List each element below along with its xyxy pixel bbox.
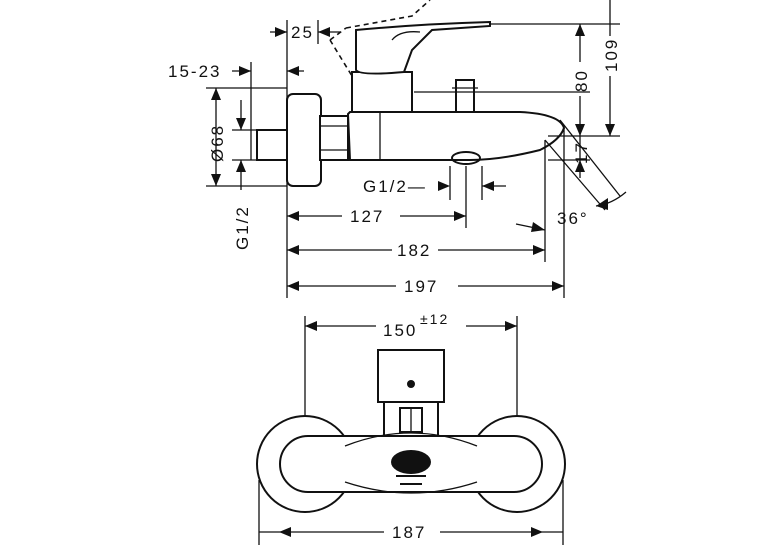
arrowhead <box>211 174 221 186</box>
dim-lever-angle: 36° <box>557 209 589 228</box>
arrowhead <box>552 281 564 291</box>
side-view: 25 15-23 Ø68 G1/2 G1/2— 127 <box>168 0 627 298</box>
dim-overall-width: 187 <box>392 523 426 542</box>
dim-height-lever: 109 <box>602 38 621 72</box>
lever-rotated-outline <box>329 0 431 77</box>
arrowhead <box>454 211 466 221</box>
arrowhead <box>236 118 246 130</box>
dim-inlet-thread: G1/2 <box>233 205 252 250</box>
body-contour <box>344 432 478 447</box>
connecting-nut <box>319 115 349 161</box>
lever <box>355 20 491 75</box>
angle-line <box>544 139 606 211</box>
dim-spout-outlet-depth: 127 <box>350 207 384 226</box>
outlet-lines <box>396 475 426 485</box>
arrowhead <box>287 281 299 291</box>
diverter-stem <box>455 79 475 113</box>
dim-offset-top: 25 <box>291 23 314 42</box>
arrowhead <box>239 66 251 76</box>
dim-centers: 150 <box>383 321 417 340</box>
dim-overall-depth: 197 <box>404 277 438 296</box>
spout-body <box>346 111 566 161</box>
arrowhead <box>438 181 450 191</box>
arrowhead <box>287 245 299 255</box>
arrowhead <box>575 124 585 136</box>
arrowhead <box>596 198 608 210</box>
lever-dot <box>407 380 415 388</box>
aerator-front <box>391 450 431 474</box>
arrowhead <box>533 245 545 255</box>
front-view: 150 ±12 187 <box>256 311 566 545</box>
arrowhead <box>279 527 291 537</box>
arrowhead <box>211 88 221 100</box>
arrowhead <box>531 222 545 232</box>
aerator <box>451 151 481 165</box>
dim-outlet-thread: G1/2— <box>363 177 427 196</box>
wall-flange <box>286 93 322 187</box>
arrowhead <box>287 66 299 76</box>
lever-head <box>377 349 445 403</box>
angle-line <box>559 119 621 197</box>
body-contour <box>344 481 478 494</box>
dim-centers-tolerance: ±12 <box>420 311 449 327</box>
arrowhead <box>275 27 287 37</box>
arrowhead <box>318 27 330 37</box>
arrowhead <box>605 124 615 136</box>
dim-outlet-drop: 17 <box>572 141 591 164</box>
dim-adjust-range: 15-23 <box>168 62 221 81</box>
arrowhead <box>482 181 494 191</box>
dim-flange-diameter: Ø68 <box>208 124 227 162</box>
dim-spout-depth: 182 <box>397 241 431 260</box>
dim-height-body: 80 <box>572 69 591 92</box>
arrowhead <box>236 160 246 172</box>
arrowhead <box>505 321 517 331</box>
lever-detail <box>391 31 421 41</box>
cartridge-housing <box>351 71 413 113</box>
arrowhead <box>305 321 317 331</box>
arrowhead <box>531 527 543 537</box>
arrowhead <box>287 211 299 221</box>
arrowhead <box>575 24 585 36</box>
arrowhead <box>575 160 585 172</box>
